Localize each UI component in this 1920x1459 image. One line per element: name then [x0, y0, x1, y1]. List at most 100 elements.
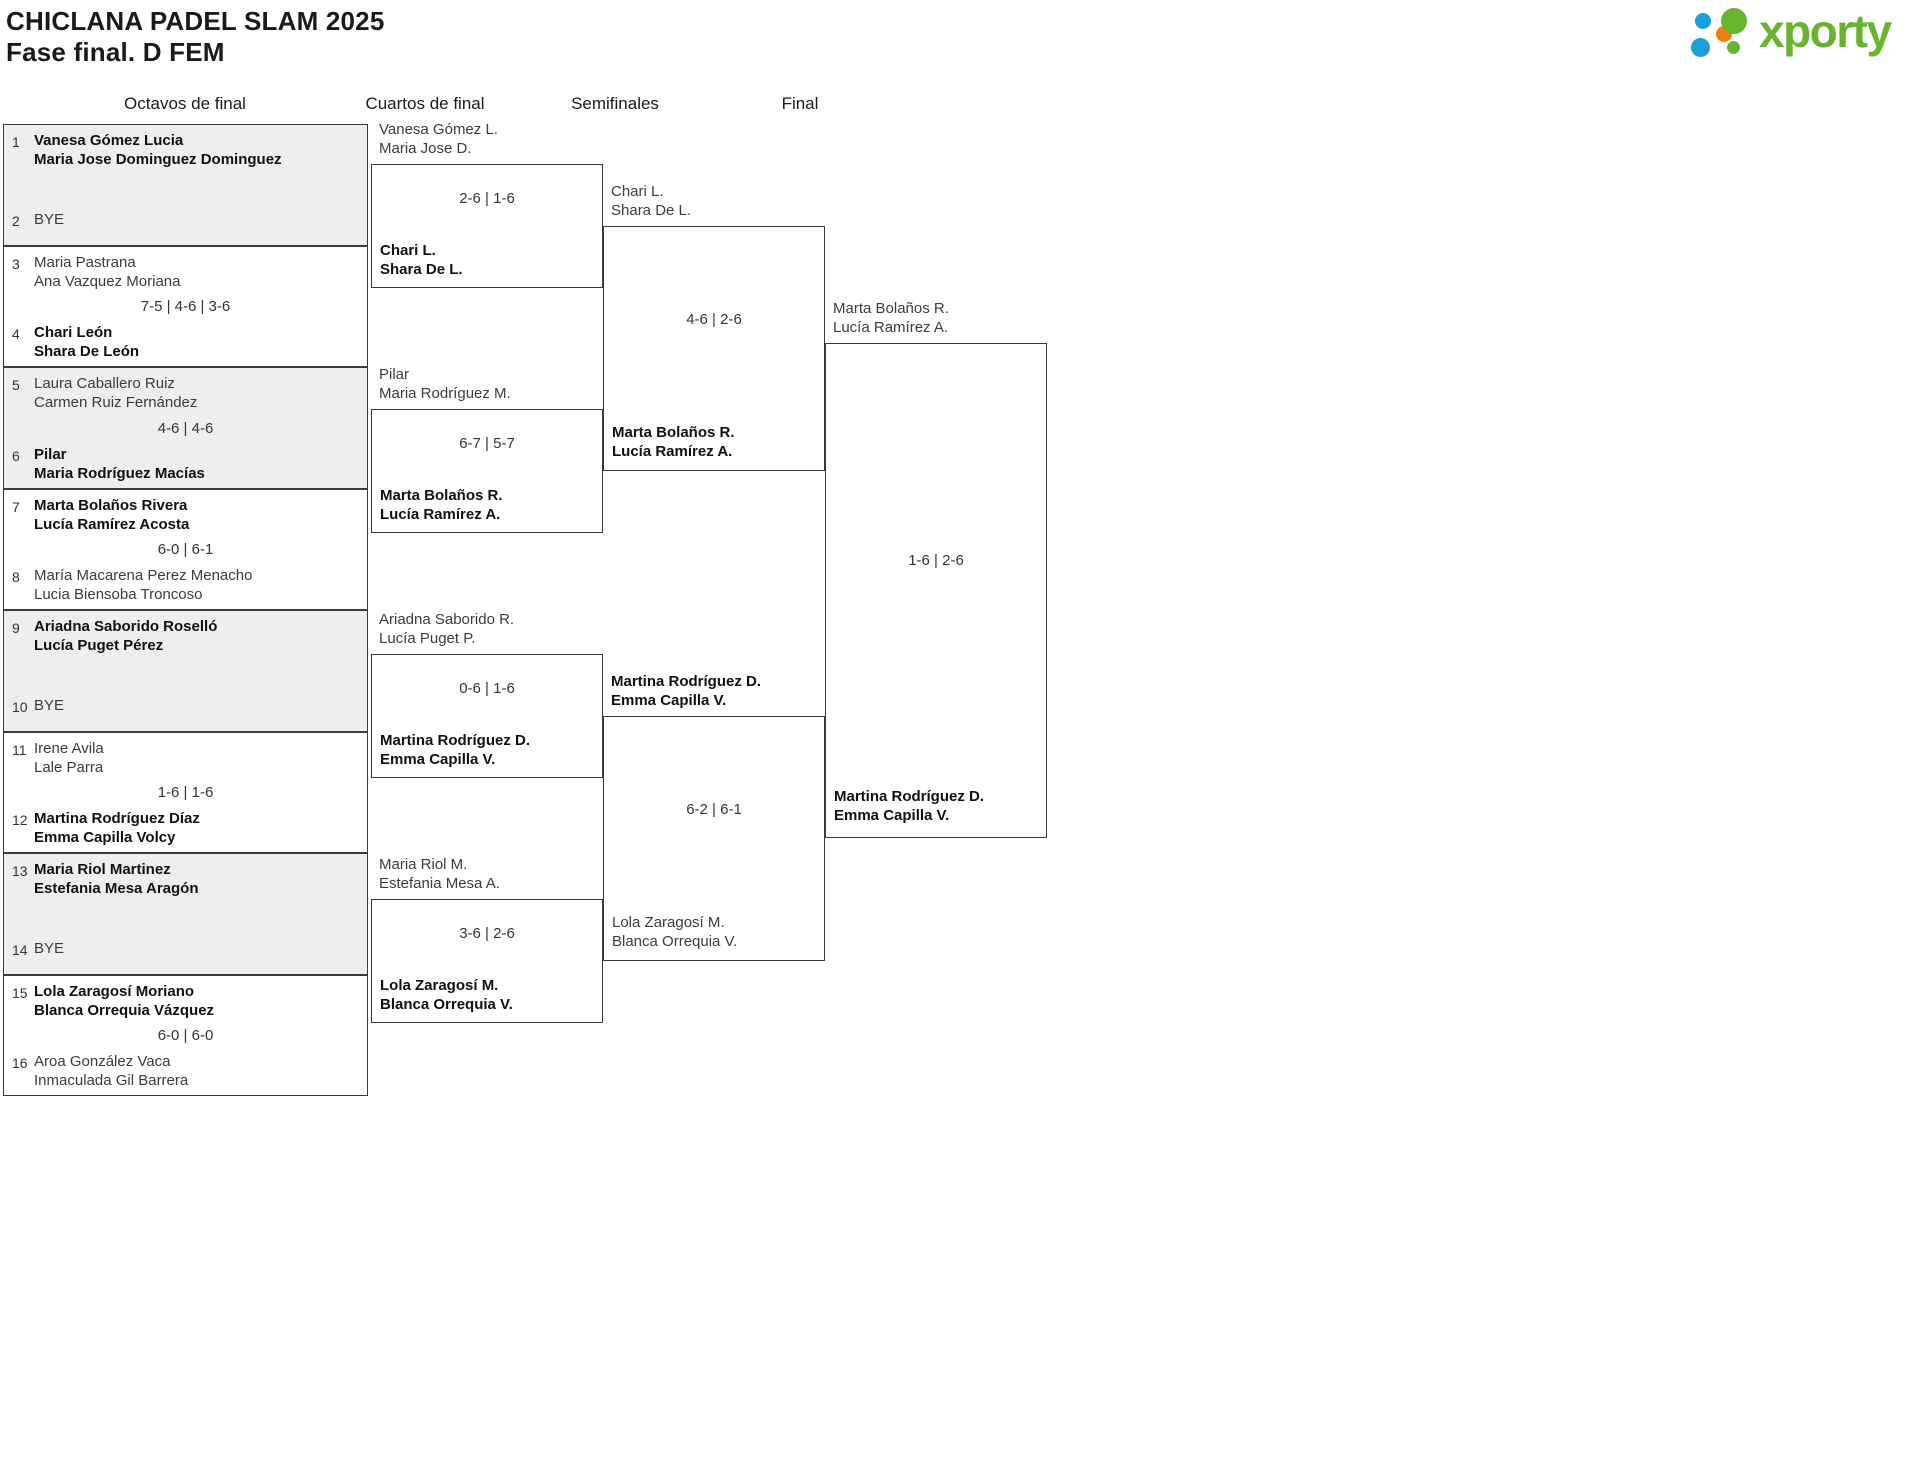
team-names: Martina Rodríguez D.Emma Capilla V.	[611, 672, 761, 710]
team-names: Lola Zaragosí M.Blanca Orrequia V.	[612, 913, 737, 951]
team-player-2: Estefania Mesa A.	[379, 875, 500, 893]
team-player-1: Martina Rodríguez D.	[380, 732, 531, 749]
semifinal-entrant-2: Martina Rodríguez D.Emma Capilla V.	[611, 672, 761, 710]
final-entrant-1: Marta Bolaños R.Lucía Ramírez A.	[833, 299, 949, 337]
cuartos-entrant-3: Ariadna Saborido R. Lucía Puget P.	[379, 610, 514, 648]
team-player-1: Aroa González Vaca	[34, 1053, 171, 1070]
seed-number: 13	[12, 863, 28, 879]
seed-number: 3	[12, 255, 20, 272]
team-names: Vanesa Gómez L.Maria Jose D.	[379, 120, 498, 158]
team-player-1: Maria Riol Martinez	[34, 861, 171, 878]
team-names: Chari L.Shara De L.	[380, 241, 463, 279]
team-player-1: Pilar	[34, 445, 67, 463]
team-player-2: Blanca Orrequia V.	[612, 933, 738, 951]
team-player-2: Lucía Puget P.	[379, 630, 476, 648]
team-player-2: Lucía Ramírez Acosta	[34, 515, 190, 533]
team-player-2: Maria Rodríguez M.	[379, 385, 511, 403]
team-player-2: Emma Capilla V.	[834, 807, 950, 825]
team-player-1: Irene Avila	[34, 739, 104, 757]
team-player-2: Ana Vazquez Moriana	[34, 272, 181, 290]
tournament-title: CHICLANA PADEL SLAM 2025	[6, 6, 385, 36]
team-player-1: Laura Caballero Ruiz	[34, 375, 175, 392]
team-player-1: Ariadna Saborido R.	[379, 611, 515, 628]
team-player-2: Lucía Ramírez A.	[612, 443, 733, 461]
team-player-1: Lola Zaragosí M.	[380, 977, 499, 994]
team-player-1: Ariadna Saborido Roselló	[34, 618, 218, 635]
team-player-1: Maria Pastrana	[34, 253, 136, 271]
team-player-1: Marta Bolaños Rivera	[34, 496, 188, 514]
team-player-1: Marta Bolaños R.	[833, 300, 949, 317]
team-names: BYE	[34, 210, 64, 229]
team-player-1: Vanesa Gómez L.	[379, 121, 498, 138]
semifinal-score-1: 4-6 | 2-6	[686, 311, 742, 328]
team-player-1: Martina Rodríguez D.	[834, 788, 985, 805]
cuartos-result-3: Martina Rodríguez D.Emma Capilla V.	[380, 731, 530, 769]
cuartos-result-1: Chari L.Shara De L.	[380, 241, 463, 279]
round1-score: 6-0 | 6-0	[157, 1027, 214, 1045]
team-player-2: Lucía Ramírez A.	[380, 506, 501, 524]
team-player-2: Shara De L.	[611, 202, 692, 220]
semifinal-result-2: Lola Zaragosí M.Blanca Orrequia V.	[612, 913, 737, 951]
team-player-2: Lucía Puget Pérez	[34, 637, 164, 655]
seed-number: 8	[12, 569, 20, 585]
logo-dot-green-large	[1721, 8, 1747, 34]
team-player-1: Chari León	[34, 324, 113, 341]
semifinal-result-1: Marta Bolaños R. Lucía Ramírez A.	[612, 423, 735, 461]
team-player-1: Marta Bolaños R.	[612, 424, 735, 441]
team-names: Martina Rodríguez D. Emma Capilla V.	[834, 787, 984, 825]
final-result-1: Martina Rodríguez D. Emma Capilla V.	[834, 787, 984, 825]
logo-dot-blue-small	[1695, 13, 1711, 29]
round-header-semifinales: Semifinales	[571, 94, 659, 113]
team-player-1: BYE	[34, 696, 65, 714]
team-names: BYE	[34, 696, 64, 715]
team-player-1: María Macarena Perez Menacho	[34, 567, 253, 584]
team-player-2: Shara De León	[34, 343, 140, 361]
seed-number: 7	[12, 498, 20, 515]
team-player-2: Emma Capilla Volcy	[34, 829, 176, 847]
semifinal-entrant-1: Chari L.Shara De L.	[611, 182, 691, 220]
team-player-2: Inmaculada Gil Barrera	[34, 1072, 189, 1090]
seed-number: 15	[12, 984, 28, 1001]
seed-number: 12	[12, 812, 28, 828]
team-player-2: Blanca Orrequia Vázquez	[34, 1001, 215, 1019]
